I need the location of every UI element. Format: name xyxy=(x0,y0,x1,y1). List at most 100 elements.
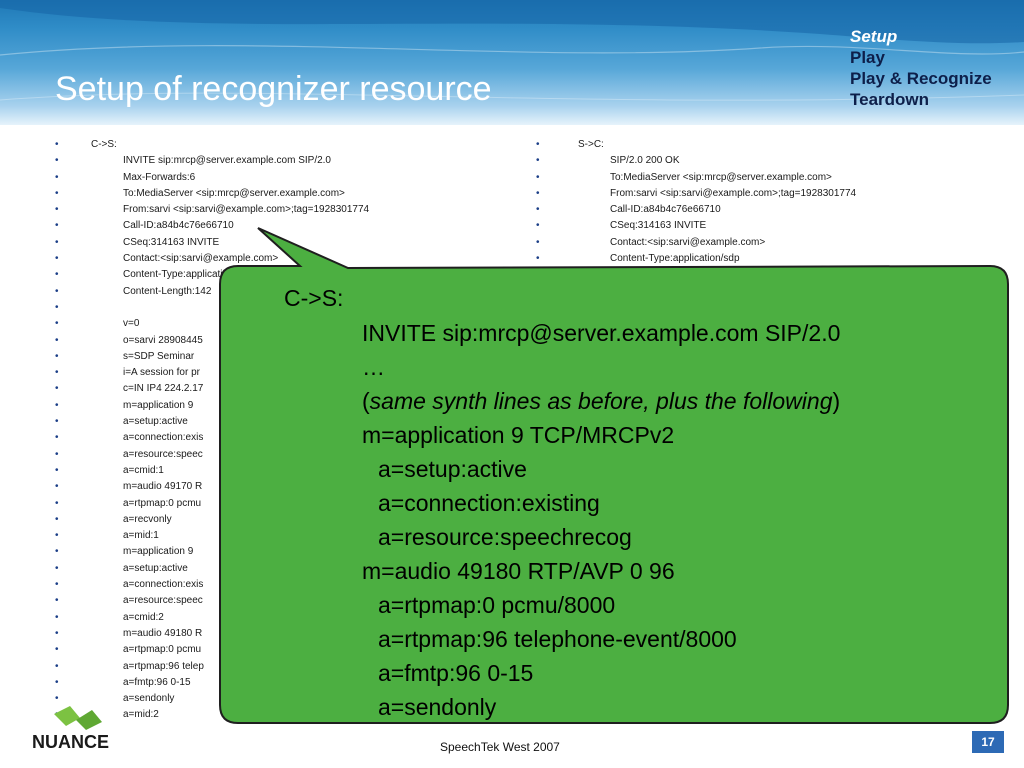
list-item-text: c=IN IP4 224.2.17 xyxy=(123,383,204,395)
note-italic-text: same synth lines as before, plus the fol… xyxy=(369,388,833,414)
bullet-icon: • xyxy=(55,318,59,330)
bullet-icon: • xyxy=(55,220,59,232)
list-item-text: To:MediaServer <sip:mrcp@server.example.… xyxy=(610,171,832,183)
nav-item-setup[interactable]: Setup xyxy=(850,27,898,46)
list-item: • a=rtpmap:0 pcmu xyxy=(55,642,535,658)
list-item: • CSeq:314163 INVITE xyxy=(55,235,535,251)
callout-line: m=application 9 TCP/MRCPv2 xyxy=(362,422,675,448)
note-open-paren: ( xyxy=(362,388,370,414)
list-item-text: m=audio 49170 R xyxy=(123,481,203,493)
list-item: • SIP/2.0 200 OK xyxy=(536,153,1006,169)
list-item: • Call-ID:a84b4c76e66710 xyxy=(55,218,535,234)
header-wave-decoration xyxy=(0,0,1024,101)
list-item: •Max-Forwards:6 xyxy=(55,170,535,186)
list-item: •a=cmid:2 xyxy=(55,610,535,626)
list-item: •a=rtpmap:0 pcmu xyxy=(55,496,535,512)
list-item-text: a=fmtp:96 0-15 xyxy=(123,676,191,688)
list-item: •v=0 xyxy=(55,316,535,332)
list-item-text: m=application 9 xyxy=(123,546,194,558)
bullet-icon: • xyxy=(55,139,59,150)
list-item-text: a=rtpmap:96 telep xyxy=(123,660,204,672)
list-item-text: From:sarvi <sip:sarvi@example.com>;tag=1… xyxy=(123,204,370,216)
list-item: •a=rtpmap:96 telep xyxy=(55,659,535,675)
list-item: • S->C: xyxy=(536,137,1006,153)
list-item-text: a=mid:2 xyxy=(123,709,159,721)
bullet-icon: • xyxy=(55,595,59,607)
list-item: •Content-Length:142 xyxy=(55,284,535,300)
list-item: •m=audio 49180 R xyxy=(55,626,535,642)
bullet-icon: • xyxy=(536,155,540,167)
list-item: •o=sarvi 28908445 xyxy=(55,333,535,349)
list-item: •Contact:<sip:sarvi@example.com> xyxy=(55,251,535,267)
bullet-icon: • xyxy=(536,220,540,232)
list-item-text: a=rtpmap:0 pcmu xyxy=(123,644,202,656)
list-item-text: a=recvonly xyxy=(123,513,172,525)
list-item-text: Contact:<sip:sarvi@example.com> xyxy=(123,253,279,265)
bullet-icon: • xyxy=(55,644,59,656)
header-band xyxy=(0,0,1024,125)
list-item: •a=setup:active xyxy=(55,561,535,577)
bullet-icon: • xyxy=(55,579,59,591)
bullet-icon: • xyxy=(536,171,540,183)
callout-line: m=audio 49180 RTP/AVP 0 96 xyxy=(362,558,675,584)
list-item: • a=resource:speec xyxy=(55,593,535,609)
list-item-text: From:sarvi <sip:sarvi@example.com>;tag=1… xyxy=(610,187,857,199)
list-item: •a=mid:1 xyxy=(55,528,535,544)
bullet-icon: • xyxy=(55,236,59,248)
callout-line: C->S: xyxy=(284,285,344,311)
bullet-icon: • xyxy=(55,497,59,509)
list-item-text: a=setup:active xyxy=(123,562,188,574)
list-item-text: S->C: xyxy=(578,139,604,150)
list-item-text: a=setup:active xyxy=(123,416,188,428)
list-item-text: Call-ID:a84b4c76e66710 xyxy=(610,204,721,216)
list-item: •a=cmid:1 xyxy=(55,463,535,479)
list-item: • a=recvonly xyxy=(55,512,535,528)
nav-item-play[interactable]: Play xyxy=(850,48,885,67)
list-item-text: a=resource:speec xyxy=(123,595,203,607)
list-item-text: Content-Type:application/sdp xyxy=(610,253,740,265)
list-item-text: s=SDP Seminar xyxy=(123,350,195,362)
callout-line: (same synth lines as before, plus the fo… xyxy=(362,384,840,418)
bullet-icon: • xyxy=(536,187,540,199)
bullet-icon: • xyxy=(55,513,59,525)
list-item-text: a=connection:exis xyxy=(123,432,204,444)
list-item: •Content-Type:application xyxy=(55,267,535,283)
list-item-text: C->S: xyxy=(91,139,117,150)
callout-line: a=fmtp:96 0-15 xyxy=(378,660,534,686)
callout-line: a=connection:existing xyxy=(378,490,600,516)
callout-content: C->S: INVITE sip:mrcp@server.example.com … xyxy=(220,263,1008,723)
bullet-icon: • xyxy=(536,139,540,150)
list-item-text: SIP/2.0 200 OK xyxy=(610,155,680,167)
callout-line: a=setup:active xyxy=(378,456,527,482)
list-item: •Content-Type:application/sdp xyxy=(536,251,1006,267)
list-item-text: CSeq:314163 INVITE xyxy=(610,220,707,232)
left-message-list: •C->S:•INVITE sip:mrcp@server.example.co… xyxy=(55,137,535,724)
bullet-icon: • xyxy=(55,432,59,444)
nav-item-play-recognize[interactable]: Play & Recognize xyxy=(850,69,992,88)
bullet-icon: • xyxy=(536,236,540,248)
callout-line: a=resource:speechrecog xyxy=(378,524,632,550)
list-item-text: Max-Forwards:6 xyxy=(123,171,196,183)
bullet-icon: • xyxy=(55,285,59,297)
list-item-text: m=application 9 xyxy=(123,399,194,411)
list-item: • Call-ID:a84b4c76e66710 xyxy=(536,202,1006,218)
footer-text: SpeechTek West 2007 xyxy=(440,740,560,754)
bullet-icon: • xyxy=(536,204,540,216)
list-item-text: Call-ID:a84b4c76e66710 xyxy=(123,220,234,232)
bullet-icon: • xyxy=(55,676,59,688)
list-item: •From:sarvi <sip:sarvi@example.com>;tag=… xyxy=(55,202,535,218)
list-item-text: CSeq:314163 INVITE xyxy=(123,236,220,248)
list-item-text: a=mid:1 xyxy=(123,530,159,542)
nav-item-teardown[interactable]: Teardown xyxy=(850,90,930,109)
bullet-icon: • xyxy=(55,334,59,346)
list-item: •m=application 9 xyxy=(55,398,535,414)
bullet-icon: • xyxy=(55,611,59,623)
callout-line: INVITE sip:mrcp@server.example.com SIP/2… xyxy=(362,320,841,346)
list-item: • To:MediaServer <sip:mrcp@server.example… xyxy=(536,170,1006,186)
page-number-badge: 17 xyxy=(972,731,1004,753)
nuance-logo-mark xyxy=(54,706,102,730)
bullet-icon: • xyxy=(55,301,59,313)
bullet-icon: • xyxy=(55,350,59,362)
